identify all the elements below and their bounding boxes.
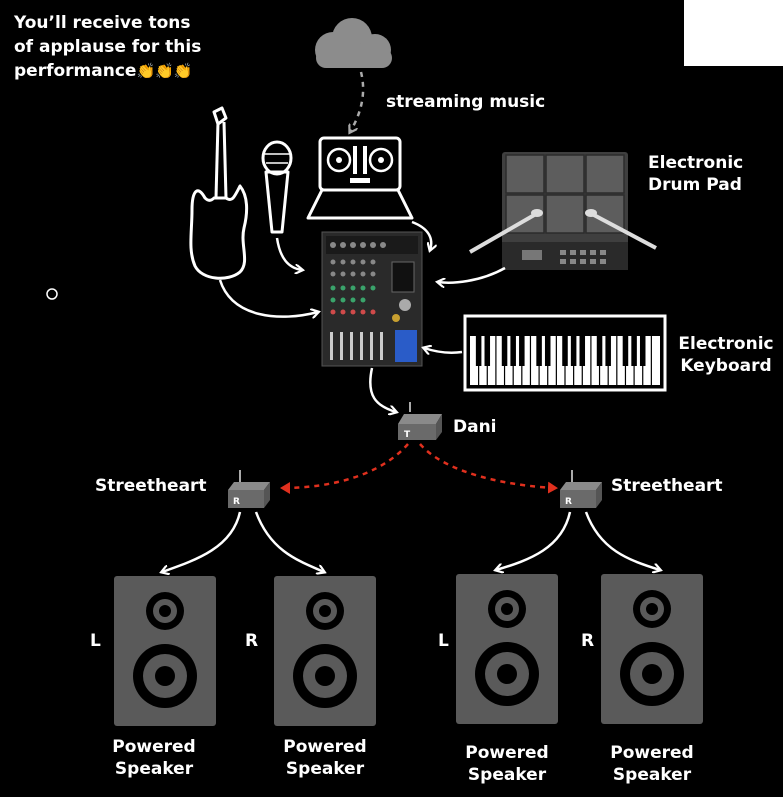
blank-box	[684, 0, 783, 66]
keyboard-label-line-2: Keyboard	[680, 356, 772, 376]
speaker-3-label: Powered Speaker	[452, 742, 562, 786]
drum-pad-label-line-2: Drum Pad	[648, 175, 742, 195]
receiver-left-name: Streetheart	[95, 476, 207, 496]
drum-pad-label: Electronic Drum Pad	[648, 152, 743, 196]
mixer-to-transmitter-arrow	[369, 367, 396, 412]
streaming-music-label: streaming music	[386, 92, 546, 112]
keyboard-black-key	[639, 336, 646, 366]
keyboard-black-key	[519, 336, 525, 366]
keyboard-black-key	[501, 336, 508, 366]
speaker-4-label: Powered Speaker	[597, 742, 707, 786]
caption-line-2: of applause for this	[14, 37, 202, 57]
guitar-to-mixer-arrow	[218, 279, 318, 317]
microphone-icon	[261, 140, 293, 234]
receiver-right-name: Streetheart	[611, 476, 723, 496]
streaming-arrow	[350, 71, 365, 132]
dj-laptop-icon	[306, 136, 414, 220]
keyboard-black-key	[536, 336, 542, 366]
keyboard-black-key	[570, 336, 577, 366]
mixer-icon	[321, 231, 423, 367]
speaker-1-label-line-2: Speaker	[114, 759, 194, 779]
keyboard-black-key	[596, 336, 603, 366]
keyboard-black-key	[510, 336, 516, 366]
laptop-to-mixer-arrow	[411, 220, 431, 250]
receiver-right-tag: R	[565, 497, 572, 507]
receiver-left-device	[228, 470, 270, 508]
speaker-2	[274, 576, 376, 726]
keyboard-label: Electronic Keyboard	[672, 333, 780, 377]
transmitter-tag: T	[404, 430, 411, 440]
small-circle	[46, 288, 58, 300]
mic-to-mixer-arrow	[275, 237, 302, 270]
keyboard-black-key	[605, 336, 611, 366]
transmitter-name: Dani	[453, 417, 497, 437]
speaker-2-label-line-2: Speaker	[285, 759, 365, 779]
rx-left-to-speaker-2	[254, 511, 324, 572]
speaker-2-label-line-1: Powered	[283, 737, 367, 757]
caption-line-3-row: performance👏👏👏	[14, 59, 201, 83]
caption-line-1: You’ll receive tons	[14, 13, 191, 33]
keyboard-to-mixer-arrow	[424, 348, 463, 353]
speaker-1-label-line-1: Powered	[112, 737, 196, 757]
speaker-4-channel: R	[581, 631, 595, 651]
speaker-2-channel: R	[245, 631, 259, 651]
speaker-4-label-line-1: Powered	[610, 743, 694, 763]
rx-right-to-speaker-3	[496, 511, 572, 570]
drum-to-mixer-arrow	[438, 266, 506, 283]
rx-left-to-speaker-1	[162, 511, 242, 572]
speaker-4-label-line-2: Speaker	[612, 765, 692, 785]
keyboard-black-key	[622, 336, 629, 366]
clapping-hands-icon: 👏👏👏	[136, 62, 193, 80]
speaker-3-channel: L	[438, 631, 449, 651]
speaker-2-label: Powered Speaker	[270, 736, 380, 780]
caption-text: You’ll receive tons of applause for this…	[14, 11, 201, 83]
keyboard-black-key	[544, 336, 551, 366]
caption-line-3: performance	[14, 61, 137, 81]
speaker-3-label-line-1: Powered	[465, 743, 549, 763]
receiver-right-device	[560, 470, 602, 508]
keyboard-black-key	[562, 336, 568, 366]
speaker-1-label: Powered Speaker	[99, 736, 209, 780]
wireless-link-left	[280, 443, 409, 494]
electric-guitar-icon	[189, 106, 249, 280]
receiver-left-tag: R	[233, 497, 240, 507]
wireless-link-right	[419, 443, 558, 494]
transmitter-device	[398, 402, 442, 440]
keyboard-black-key	[484, 336, 491, 366]
keyboard-icon	[463, 314, 667, 392]
keyboard-black-key	[579, 336, 586, 366]
speaker-4	[601, 574, 703, 724]
rx-right-to-speaker-4	[584, 511, 660, 570]
drum-pad-icon	[469, 152, 657, 270]
keyboard-label-line-1: Electronic	[678, 334, 774, 354]
keyboard-black-key	[475, 336, 482, 366]
speaker-1-channel: L	[90, 631, 101, 651]
drum-pad-label-line-1: Electronic	[648, 153, 744, 173]
keyboard-black-key	[631, 336, 637, 366]
speaker-3-label-line-2: Speaker	[467, 765, 547, 785]
cloud-icon	[315, 18, 392, 68]
speaker-1	[114, 576, 216, 726]
speaker-3	[456, 574, 558, 724]
